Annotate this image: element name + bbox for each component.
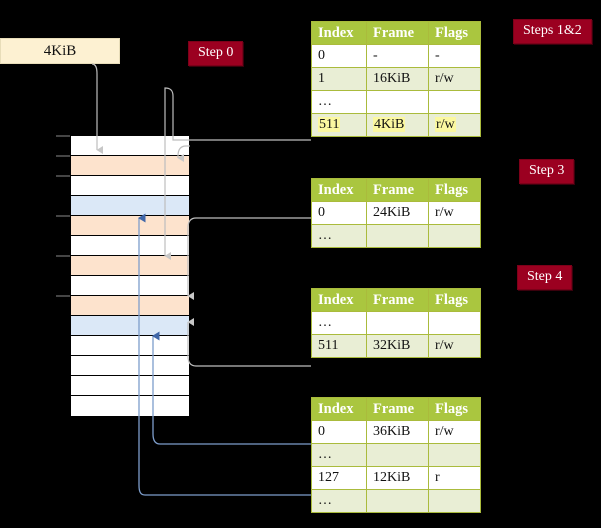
table-cell: 24KiB [366, 201, 429, 225]
highlighted-value: r/w [435, 117, 456, 132]
table-cell: 0 [311, 420, 367, 444]
table-cell: r/w [428, 113, 481, 137]
table-cell [428, 224, 481, 248]
table-cell: … [311, 311, 367, 335]
badge-step-0: Step 0 [188, 41, 244, 66]
memory-frame-row [71, 136, 189, 156]
table-cell: - [366, 44, 429, 68]
table-cell: - [428, 44, 481, 68]
memory-frame-row [71, 296, 189, 316]
physical-memory-column [70, 135, 190, 416]
table-row: … [311, 311, 481, 335]
table-cell: 0 [311, 44, 367, 68]
column-header-flags: Flags [428, 178, 481, 202]
memory-frame-row [71, 396, 189, 416]
column-header-index: Index [311, 397, 367, 421]
table-row: … [311, 489, 481, 513]
table-row: 511 4KiB r/w [311, 113, 481, 137]
table-cell: 12KiB [366, 466, 429, 490]
memory-frame-row [71, 336, 189, 356]
table-cell [366, 489, 429, 513]
badge-step-3: Step 3 [519, 159, 575, 184]
table-cell: 511 [311, 113, 367, 137]
table-cell: … [311, 489, 367, 513]
highlighted-value: 4KiB [373, 117, 406, 132]
badge-steps-1-2: Steps 1&2 [513, 19, 592, 44]
table-row: … [311, 443, 481, 467]
column-header-frame: Frame [366, 21, 429, 45]
table-cell: … [311, 90, 367, 114]
table-cell [366, 90, 429, 114]
table-row: … [311, 90, 481, 114]
table-cell: 0 [311, 201, 367, 225]
table-cell [366, 224, 429, 248]
table-cell: r/w [428, 67, 481, 91]
badge-step-4: Step 4 [517, 265, 573, 290]
memory-frame-row [71, 356, 189, 376]
table-cell: 36KiB [366, 420, 429, 444]
table-cell: 511 [311, 334, 367, 358]
table-cell: 32KiB [366, 334, 429, 358]
table-cell: … [311, 224, 367, 248]
memory-frame-row [71, 156, 189, 176]
column-header-flags: Flags [428, 288, 481, 312]
table-row: … [311, 224, 481, 248]
table-cell: 127 [311, 466, 367, 490]
column-header-flags: Flags [428, 397, 481, 421]
table-cell [366, 311, 429, 335]
memory-frame-row [71, 176, 189, 196]
memory-frame-row [71, 276, 189, 296]
column-header-index: Index [311, 21, 367, 45]
column-header-index: Index [311, 288, 367, 312]
memory-frame-row [71, 236, 189, 256]
column-header-flags: Flags [428, 21, 481, 45]
source-block-4kib: 4KiB [0, 38, 120, 64]
table-cell: r/w [428, 334, 481, 358]
memory-frame-row [71, 316, 189, 336]
highlighted-value: 511 [318, 117, 341, 132]
table-cell: r/w [428, 420, 481, 444]
column-header-index: Index [311, 178, 367, 202]
memory-frame-row [71, 256, 189, 276]
table-cell: 16KiB [366, 67, 429, 91]
table-cell: r [428, 466, 481, 490]
table-cell [428, 90, 481, 114]
memory-frame-row [71, 376, 189, 396]
table-cell [428, 489, 481, 513]
column-header-frame: Frame [366, 397, 429, 421]
source-block-label: 4KiB [43, 42, 77, 59]
memory-frame-row [71, 216, 189, 236]
table-cell [366, 443, 429, 467]
table-row: 0-- [311, 44, 481, 68]
table-cell [428, 443, 481, 467]
table-cell: … [311, 443, 367, 467]
table-cell: r/w [428, 201, 481, 225]
column-header-frame: Frame [366, 178, 429, 202]
table-cell [428, 311, 481, 335]
column-header-frame: Frame [366, 288, 429, 312]
memory-frame-row [71, 196, 189, 216]
table-cell: 1 [311, 67, 367, 91]
table-cell: 4KiB [366, 113, 429, 137]
